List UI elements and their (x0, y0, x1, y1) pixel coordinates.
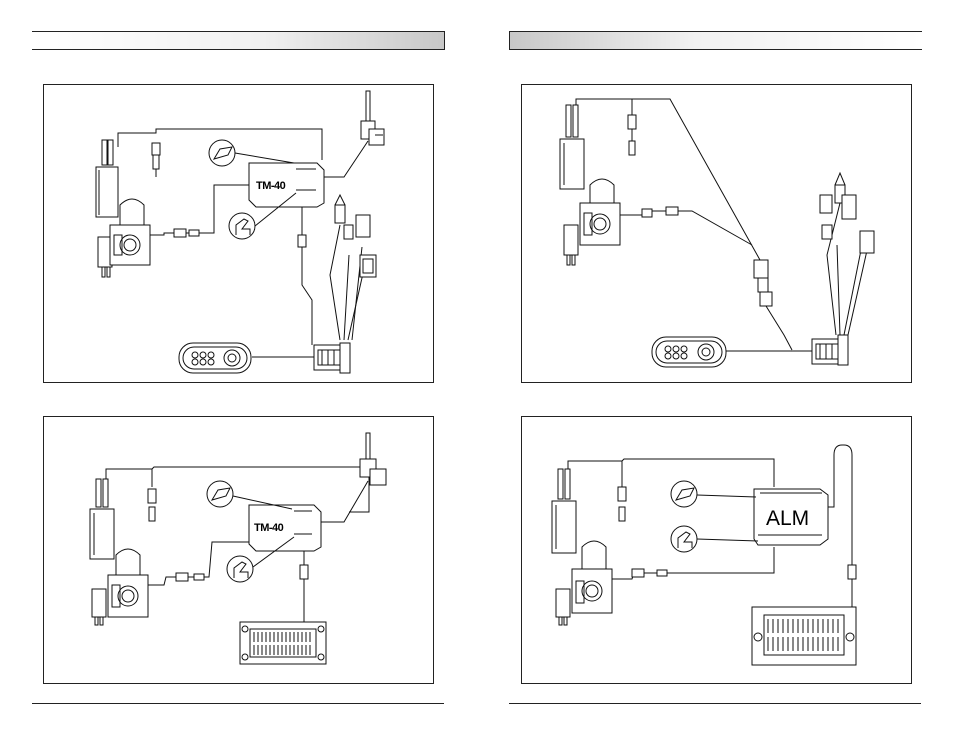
controller-label: TM-40 (254, 522, 284, 534)
plug-connector-icon (361, 91, 384, 145)
plug-connector-icon (754, 260, 772, 306)
plug-connector-icon (360, 433, 386, 485)
wiring-diagram-hand-control-direct (521, 84, 912, 383)
controller-label: ALM (766, 507, 809, 530)
wiring-diagram-alm-power-supply: ALM (521, 416, 912, 684)
power-supply-icon (752, 607, 856, 665)
motor-gearbox-icon (580, 179, 620, 245)
header-bar-left (32, 31, 445, 50)
hand-control-icon (652, 337, 726, 367)
junction-box-icon (314, 343, 350, 373)
footer-rule-right (509, 703, 921, 704)
chair-position-icon (671, 526, 758, 552)
bed-position-icon (209, 140, 294, 166)
motor-gearbox-icon (572, 541, 612, 613)
wiring-diagram-tm40-hand-control: TM-40 (43, 84, 434, 383)
wiring-diagram-tm40-power-supply: TM-40 (43, 416, 434, 684)
bed-position-icon (671, 481, 756, 507)
footer-rule-left (32, 703, 444, 704)
hand-control-icon (179, 343, 251, 373)
power-supply-icon (240, 622, 326, 664)
junction-box-icon (812, 335, 848, 365)
controller-label: TM-40 (256, 180, 286, 192)
header-bar-right (509, 31, 922, 50)
